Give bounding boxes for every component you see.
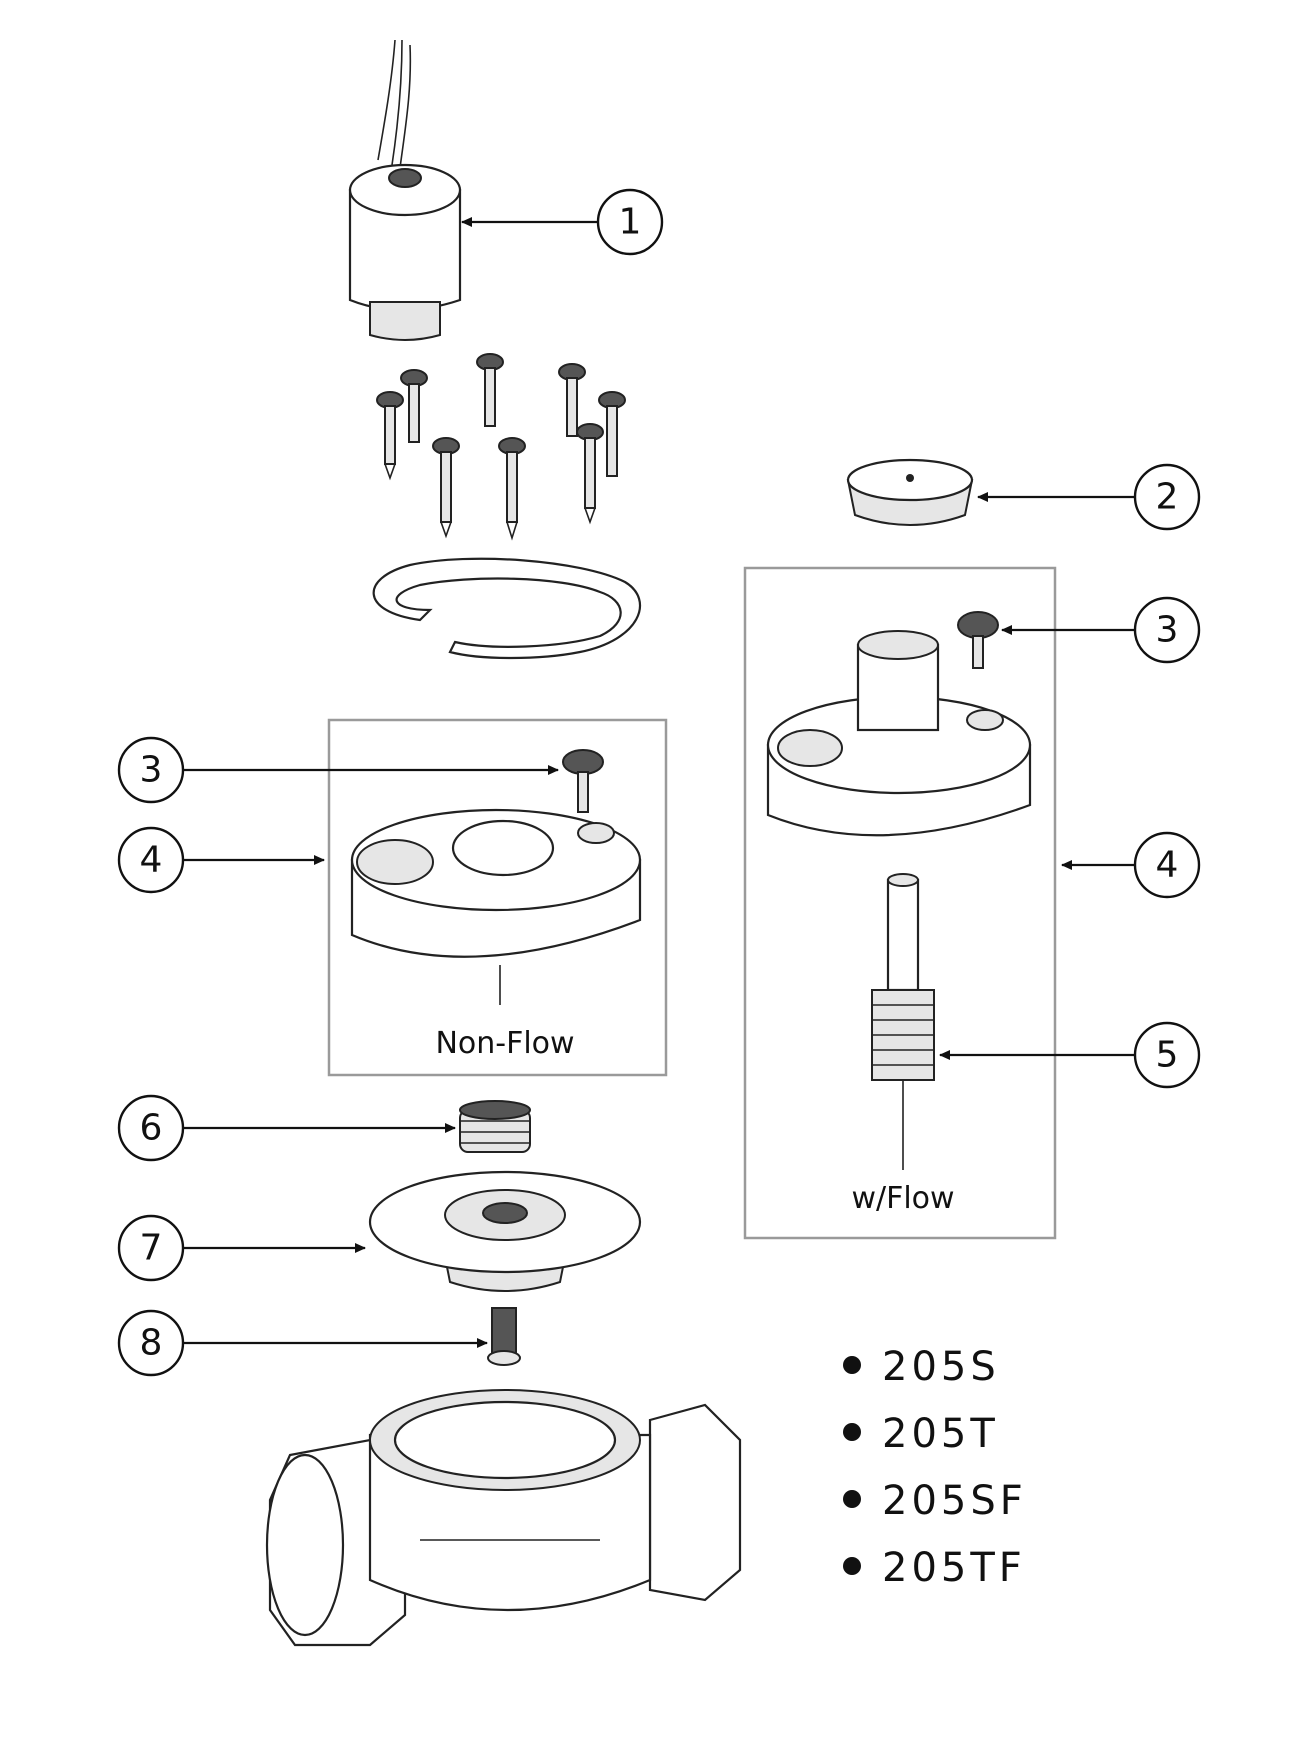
flow-stem-spring	[871, 873, 935, 1170]
svg-text:2: 2	[1156, 477, 1179, 518]
bleed-screw-flow	[957, 611, 999, 669]
model-item: 205S	[882, 1344, 1000, 1390]
svg-text:4: 4	[140, 840, 163, 881]
with-flow-box: w/Flow	[743, 566, 1057, 1240]
callout-8: 8	[117, 1309, 488, 1377]
bonnet-non-flow	[350, 808, 642, 1005]
non-flow-box: Non-Flow	[327, 718, 668, 1077]
non-flow-label: Non-Flow	[435, 1026, 574, 1061]
callout-3-non-flow: 3	[117, 736, 559, 804]
callout-5: 5	[939, 1021, 1201, 1089]
callout-4-flow: 4	[1061, 831, 1201, 899]
with-flow-label: w/Flow	[851, 1181, 954, 1216]
svg-text:1: 1	[619, 202, 642, 243]
callout-6: 6	[117, 1094, 456, 1162]
spring-part	[459, 1100, 531, 1153]
svg-text:8: 8	[140, 1323, 163, 1364]
bonnet-with-flow	[766, 630, 1032, 837]
callout-7: 7	[117, 1214, 366, 1282]
bullet-icon	[843, 1423, 861, 1441]
svg-text:5: 5	[1156, 1035, 1179, 1076]
valve-body	[265, 1389, 742, 1647]
model-list: 205S 205T 205SF 205TF	[843, 1344, 1027, 1591]
callout-1: 1	[461, 188, 664, 256]
svg-text:3: 3	[140, 750, 163, 791]
screw-set	[376, 353, 626, 541]
svg-text:3: 3	[1156, 610, 1179, 651]
solenoid-part	[348, 39, 462, 341]
callout-3-flow: 3	[1001, 596, 1201, 664]
svg-text:7: 7	[140, 1228, 163, 1269]
bleed-screw	[562, 749, 604, 813]
callout-4-non-flow: 4	[117, 826, 325, 894]
callout-2: 2	[977, 463, 1201, 531]
bullet-icon	[843, 1557, 861, 1575]
model-item: 205T	[882, 1411, 999, 1457]
model-item: 205SF	[882, 1478, 1027, 1524]
bullet-icon	[843, 1490, 861, 1508]
svg-text:6: 6	[140, 1108, 163, 1149]
svg-text:4: 4	[1156, 845, 1179, 886]
model-item: 205TF	[882, 1545, 1026, 1591]
flow-control-cap	[846, 458, 974, 526]
filter-screw	[487, 1307, 521, 1366]
bullet-icon	[843, 1356, 861, 1374]
diaphragm-part	[368, 1170, 642, 1292]
gasket-ring	[372, 557, 642, 660]
